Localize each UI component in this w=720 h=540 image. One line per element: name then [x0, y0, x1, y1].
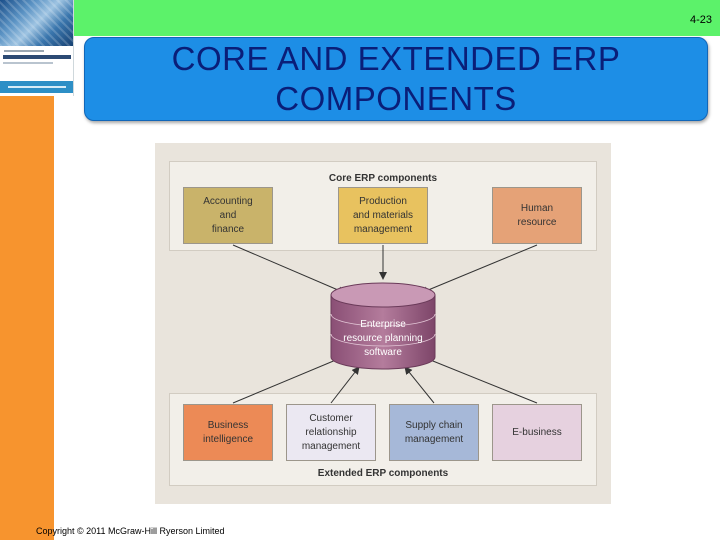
arrow-scm-to-erp [404, 366, 435, 404]
arrow-bi-to-erp [232, 356, 344, 404]
module-accounting-finance: Accounting and finance [183, 187, 273, 244]
arrow-hr-to-erp [420, 244, 538, 295]
module-business-intelligence: Business intelligence [183, 404, 273, 461]
erp-software-label: Enterprise resource planning software [343, 319, 423, 358]
core-components-label: Core ERP components [328, 173, 438, 184]
diagram-graphics [232, 244, 538, 404]
extended-components-label: Extended ERP components [317, 468, 449, 479]
module-production-materials: Production and materials management [338, 187, 428, 244]
slide-title: CORE AND EXTENDED ERP COMPONENTS [171, 40, 621, 117]
arrow-ebiz-to-erp [422, 355, 538, 404]
arrow-accounting-to-erp [232, 244, 346, 294]
title-banner: CORE AND EXTENDED ERP COMPONENTS [84, 37, 708, 121]
arrow-crm-to-erp [330, 366, 360, 404]
top-accent-band [0, 0, 720, 36]
module-e-business: E-business [492, 404, 582, 461]
module-human-resource: Human resource [492, 187, 582, 244]
copyright-notice: Copyright © 2011 McGraw-Hill Ryerson Lim… [36, 526, 225, 536]
slide-number: 4-23 [689, 14, 712, 26]
module-customer-relationship: Customer relationship management [286, 404, 376, 461]
erp-database-icon [330, 282, 436, 370]
module-supply-chain: Supply chain management [389, 404, 479, 461]
cover-photo [0, 0, 73, 46]
erp-components-diagram: Core ERP components Extended ERP compone… [155, 143, 611, 504]
textbook-cover-thumbnail [0, 0, 74, 96]
